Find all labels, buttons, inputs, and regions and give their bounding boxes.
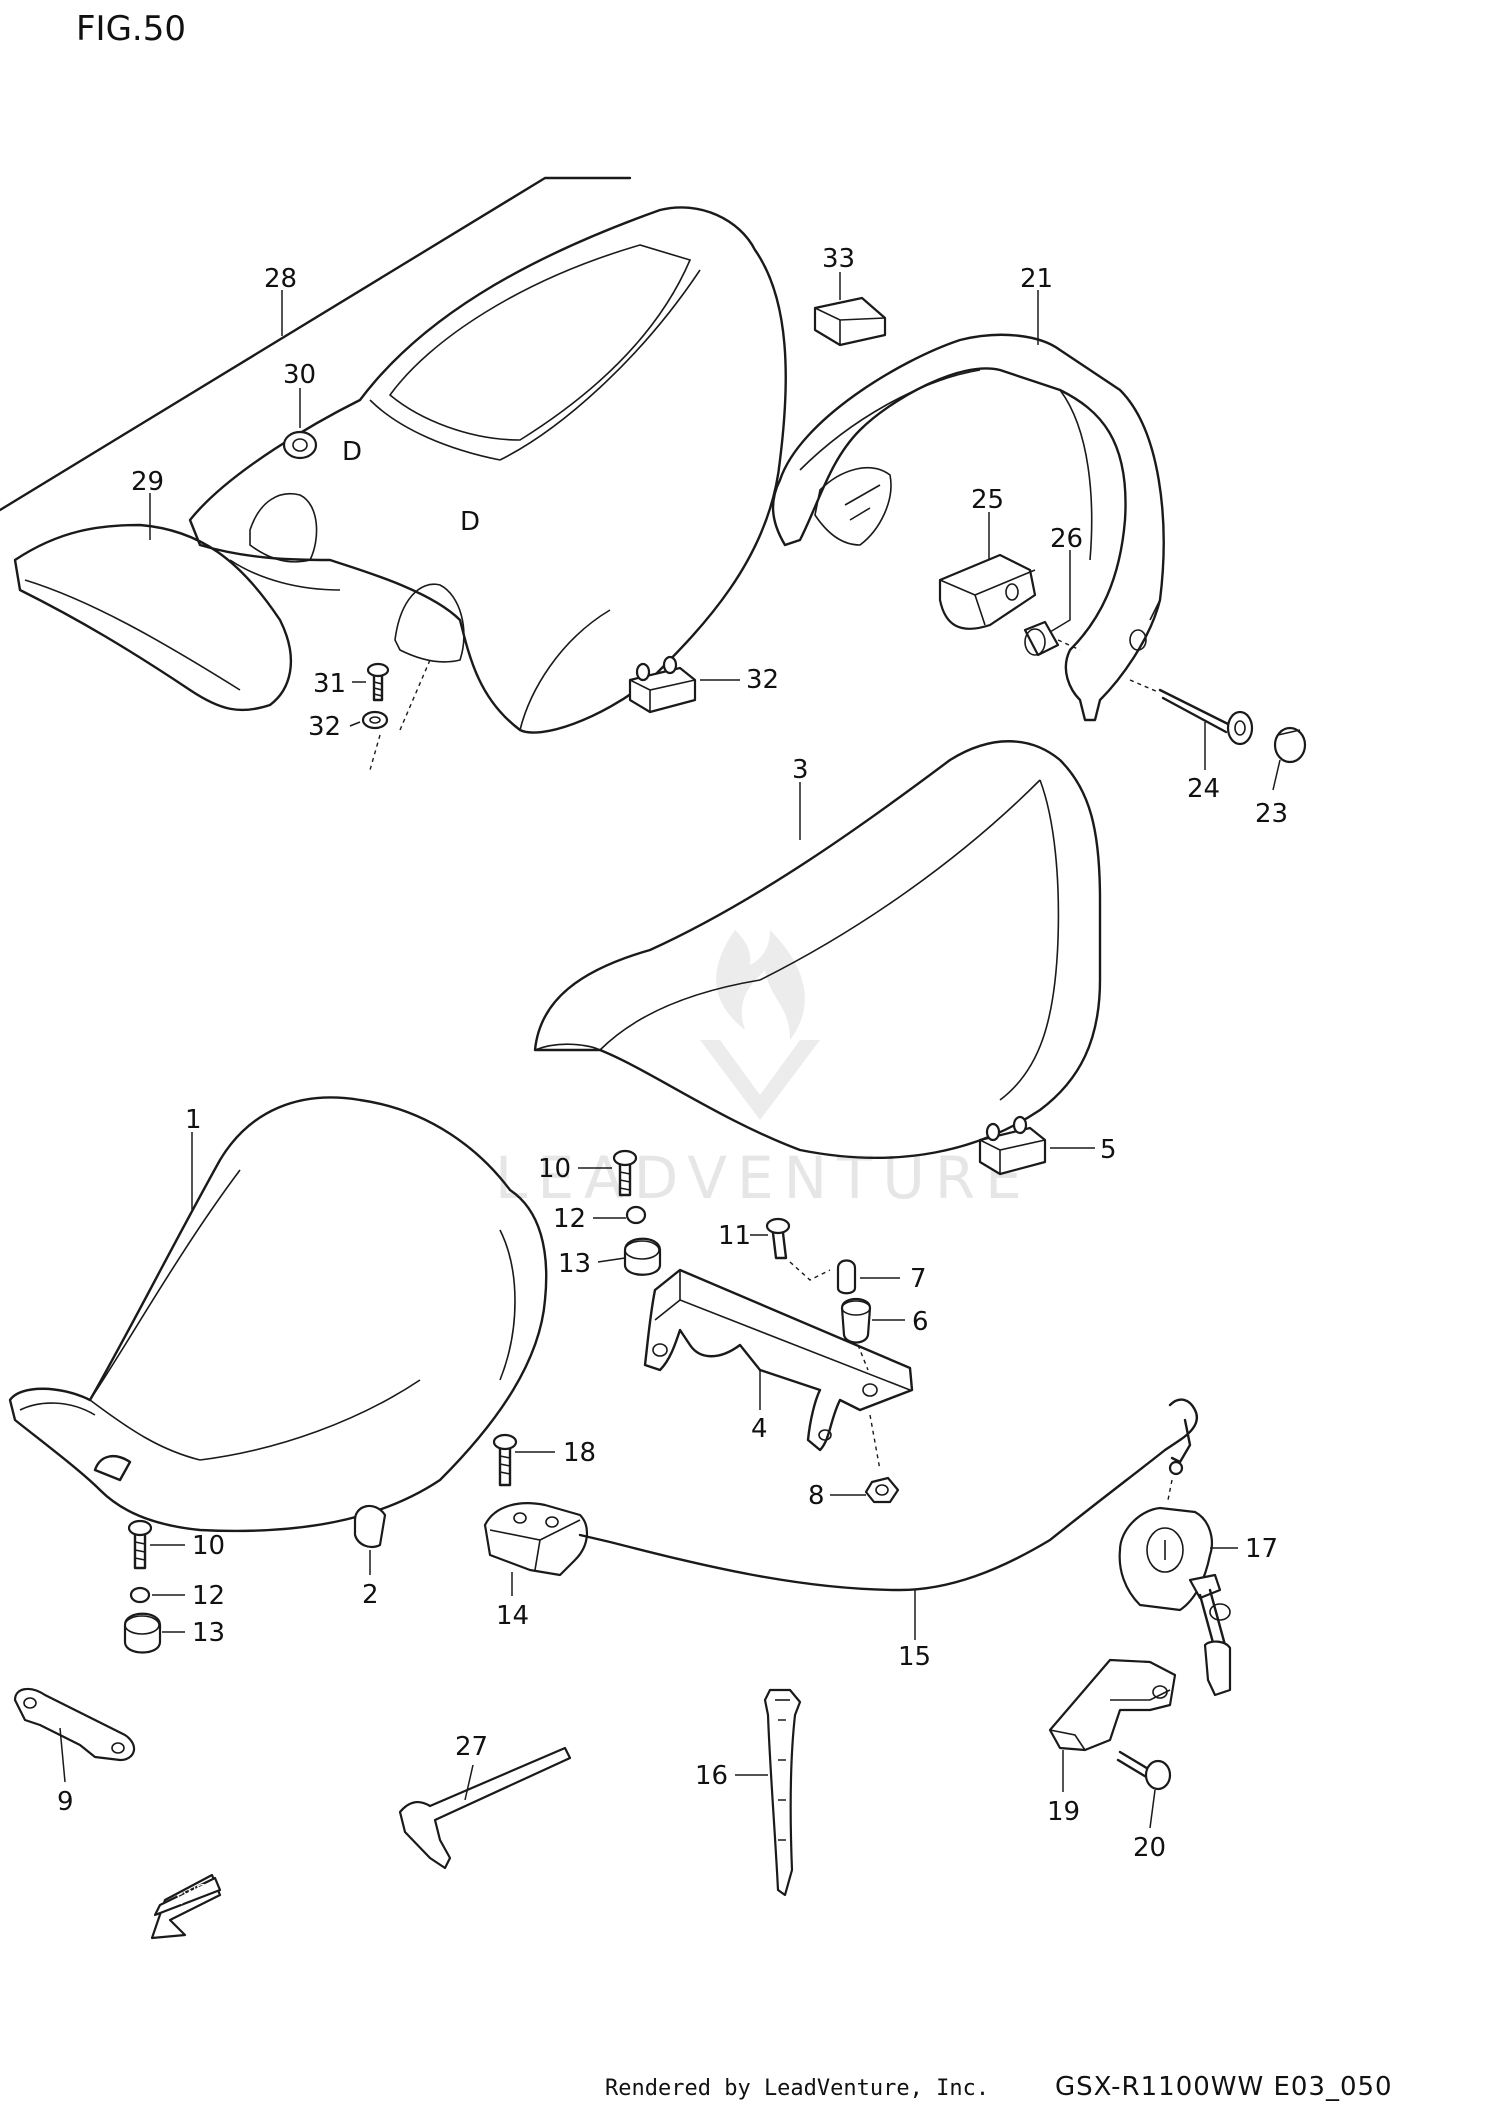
callout-30: 31 [313,669,346,699]
part-28-pad [13,523,293,712]
callout-13-upper: 13 [558,1249,591,1279]
callout-23: 24 [1187,774,1220,804]
callout-26: 27 [455,1732,488,1762]
callout-10-left: 10 [192,1531,225,1561]
part-17-band [763,1688,802,1897]
part-24-spacer [938,553,1037,630]
callout-22: 23 [1255,799,1288,829]
callout-10-upper: 10 [538,1154,571,1184]
callout-20: 20 [1133,1833,1166,1863]
part-13-cushion-left [123,1612,162,1654]
part-2-damper [353,1504,387,1549]
figure-title: FIG.50 [76,9,186,49]
fwd-arrow-icon: FWD [150,1873,222,1940]
callout-29: 30 [283,360,316,390]
part-8-nut [864,1476,900,1504]
callout-24: 25 [971,485,1004,515]
part-26-hex-wrench [398,1746,572,1870]
watermark: LEADVENTURE [495,930,1032,1212]
svg-text:D: D [342,437,362,467]
callout-32: 32 [746,665,779,695]
part-3-rear-seat [533,740,1102,1159]
part-10-bolt-left [127,1519,153,1570]
part-14-seat-latch [483,1502,588,1577]
part-25-collar [1023,620,1060,657]
part-9-plate [13,1687,136,1762]
part-23-bolt [1158,688,1254,746]
part-18-seat-lock [1118,1506,1232,1697]
part-10-bolt-upper [612,1149,638,1197]
callout-6: 6 [912,1307,929,1337]
part-4-bracket [643,1268,914,1452]
part-6-nut [840,1297,872,1344]
part-1-front-seat [8,1096,548,1533]
callout-27: 28 [264,264,297,294]
part-5-clip [978,1115,1047,1176]
callout-17: 16 [695,1761,728,1791]
callout-13-left: 13 [192,1618,225,1648]
part-11-bolt [765,1217,791,1260]
callout-1: 1 [185,1105,202,1135]
callout-14: 14 [496,1601,529,1631]
part-32-clip [628,655,697,714]
callout-3: 3 [792,755,809,785]
callout-31: 32 [308,712,341,742]
part-12-nut-upper [625,1205,647,1225]
callout-12-upper: 12 [553,1204,586,1234]
part-27-seat-tail-cover: D D [0,176,787,734]
part-15-cable [578,1398,1199,1592]
callout-33: 33 [822,244,855,274]
part-12-nut-left [129,1586,151,1604]
callout-11: 11 [718,1221,751,1251]
part-30-screw [366,662,390,702]
callout-28: 29 [131,467,164,497]
callout-12-left: 12 [192,1581,225,1611]
leader-lines [59,272,1281,1829]
callout-15: 15 [898,1642,931,1672]
callout-21: 21 [1020,264,1053,294]
callout-18: 17 [1245,1534,1278,1564]
rendered-by-text: Rendered by LeadVenture, Inc. [605,2076,989,2101]
callout-9: 9 [57,1787,74,1817]
part-22-cap [1273,726,1307,764]
callout-25: 26 [1050,524,1083,554]
part-16-bolt [492,1433,518,1487]
svg-text:D: D [460,507,480,537]
callout-8: 8 [808,1481,825,1511]
callout-19: 19 [1047,1797,1080,1827]
part-33-cap [813,296,887,347]
part-19-lock-bracket [1048,1658,1177,1752]
part-21-grab-handle [771,333,1165,722]
part-7-pin [836,1259,857,1295]
part-31-washer [361,710,389,730]
model-code-text: GSX-R1100WW E03_050 [1055,2072,1393,2102]
callout-2: 2 [362,1580,379,1610]
callout-4: 4 [751,1414,768,1444]
part-29-grommet [282,430,318,460]
callout-labels: 28 30 29 31 32 33 21 25 26 32 24 23 3 5 … [57,244,1288,1863]
callout-16: 18 [563,1438,596,1468]
watermark-text: LEADVENTURE [495,1144,1032,1212]
callout-5: 5 [1100,1135,1117,1165]
part-20-screw [1116,1750,1172,1791]
callout-7: 7 [910,1264,927,1294]
part-13-cushion-upper [623,1237,662,1276]
